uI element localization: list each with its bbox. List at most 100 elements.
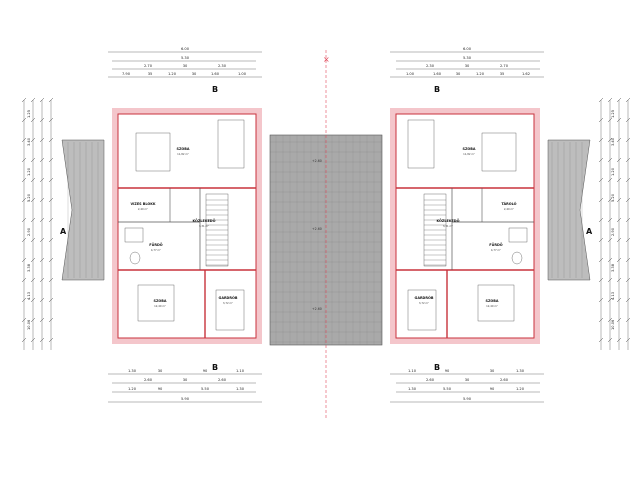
dimension-chains: 6.00 5.30 2.70 30 2.30 7.90 35 1.20 30 1… <box>108 47 544 403</box>
dim-tick <box>21 137 27 143</box>
dim-tick <box>30 217 36 223</box>
dim-left-bottom-row3-d: 1.30 <box>236 387 245 391</box>
room-label: FÜRDŐ <box>489 242 502 247</box>
dim-tick <box>616 257 622 263</box>
dim-vertical-label: 2.90 <box>611 227 615 236</box>
dim-tick <box>598 297 604 303</box>
side-roof-right <box>547 139 591 281</box>
dim-tick <box>616 97 622 103</box>
room-area: 11,82 m² <box>177 152 189 156</box>
dim-left-top-row3-a: 2.70 <box>144 64 153 68</box>
dim-right-bottom-row1-d: 1.30 <box>516 369 525 373</box>
dim-tick <box>607 217 613 223</box>
dim-tick <box>21 237 27 243</box>
dim-tick <box>21 277 27 283</box>
dim-tick <box>30 297 36 303</box>
room-area: 4,77 m² <box>491 248 501 252</box>
roof-mark-3: +2.60 <box>312 307 322 311</box>
wardrobe-icon <box>215 289 245 331</box>
dim-tick <box>598 97 604 103</box>
dim-tick <box>607 317 613 323</box>
room-area: 2,40 m² <box>504 207 514 211</box>
room-area: 3,72 m² <box>419 301 429 305</box>
room-label: VIZES BLOKK <box>130 202 155 206</box>
dim-tick <box>625 157 631 163</box>
dim-tick <box>30 157 36 163</box>
dim-tick <box>48 217 54 223</box>
dim-left-bottom-row3-c: 5.50 <box>201 387 210 391</box>
central-roof: × +2.60 +2.60 +2.60 <box>269 50 383 420</box>
bathtub-icon <box>508 227 528 243</box>
dim-tick <box>39 197 45 203</box>
dim-left-bottom-row2-b: 30 <box>183 378 188 382</box>
dim-left-bottom-row3-a: 1.20 <box>128 387 137 391</box>
dim-vertical-label: 5.20 <box>27 193 31 202</box>
dim-right-bottom-row3-a: 1.30 <box>408 387 417 391</box>
room-label: GARDRÓB <box>219 295 238 300</box>
room-label: SZOBA <box>463 147 476 151</box>
dim-tick <box>598 257 604 263</box>
dim-left-top-row4-d: 30 <box>192 72 197 76</box>
dim-tick <box>598 177 604 183</box>
dim-vertical-label: 1.25 <box>27 110 31 118</box>
dim-tick <box>21 257 27 263</box>
roof-mark-2: +2.60 <box>312 227 322 231</box>
dim-tick <box>39 137 45 143</box>
dim-tick <box>616 297 622 303</box>
room-area: 3,31 m² <box>199 224 209 228</box>
dim-vertical-label: 10.06 <box>611 319 615 330</box>
dim-tick <box>625 177 631 183</box>
dim-tick <box>48 197 54 203</box>
dim-tick <box>607 337 613 343</box>
dim-tick <box>30 117 36 123</box>
dim-tick <box>48 337 54 343</box>
left-unit: SZOBA 11,82 m² KÖZLEKEDŐ 3,31 m² VIZES B… <box>60 85 262 372</box>
dim-tick <box>598 157 604 163</box>
dim-right-bottom-row1-c: 30 <box>490 369 495 373</box>
dim-right-bottom-row3-b: 5.50 <box>443 387 452 391</box>
dim-tick <box>21 297 27 303</box>
dim-tick <box>616 197 622 203</box>
section-axis-label: B <box>434 363 440 372</box>
dim-tick <box>48 237 54 243</box>
dim-tick <box>48 257 54 263</box>
room-label: TÁROLÓ <box>501 201 516 206</box>
dim-tick <box>39 97 45 103</box>
left-staircase <box>205 193 229 267</box>
room-area: 12,40 m² <box>486 304 498 308</box>
dim-right-top-row3-a: 2.30 <box>426 64 435 68</box>
dim-tick <box>48 277 54 283</box>
right-staircase <box>423 193 447 267</box>
room-label: FÜRDŐ <box>149 242 162 247</box>
dim-tick <box>616 177 622 183</box>
dim-left-bottom-row2-c: 2.60 <box>218 378 227 382</box>
dim-tick <box>48 177 54 183</box>
dim-tick <box>30 197 36 203</box>
dim-tick <box>39 217 45 223</box>
dim-tick <box>30 97 36 103</box>
dim-tick <box>625 277 631 283</box>
dim-tick <box>21 157 27 163</box>
dim-tick <box>625 257 631 263</box>
dim-left-top-row4-f: 1.00 <box>238 72 247 76</box>
dim-vertical-label: 1.20 <box>611 167 615 176</box>
wardrobe-icon <box>217 119 245 169</box>
room-label: SZOBA <box>177 147 190 151</box>
dim-tick <box>39 237 45 243</box>
dim-right-top-row2: 5.30 <box>463 56 472 60</box>
dim-tick <box>48 157 54 163</box>
dim-tick <box>21 217 27 223</box>
dim-right-top-row4-d: 1.20 <box>476 72 485 76</box>
dim-tick <box>625 237 631 243</box>
right-unit: SZOBA 11,82 m² KÖZLEKEDŐ 3,31 m² TÁROLÓ … <box>390 85 593 372</box>
dim-right-bottom-row1-b: 90 <box>445 369 450 373</box>
dim-right-bottom-row2-a: 2.60 <box>426 378 435 382</box>
room-label: SZOBA <box>486 299 499 303</box>
dim-tick <box>607 257 613 263</box>
dim-tick <box>625 137 631 143</box>
toilet-icon <box>129 251 141 265</box>
room-area: 11,82 m² <box>463 152 475 156</box>
dim-left-top-row3-c: 2.30 <box>218 64 227 68</box>
roof-mark-1: +2.60 <box>312 159 322 163</box>
